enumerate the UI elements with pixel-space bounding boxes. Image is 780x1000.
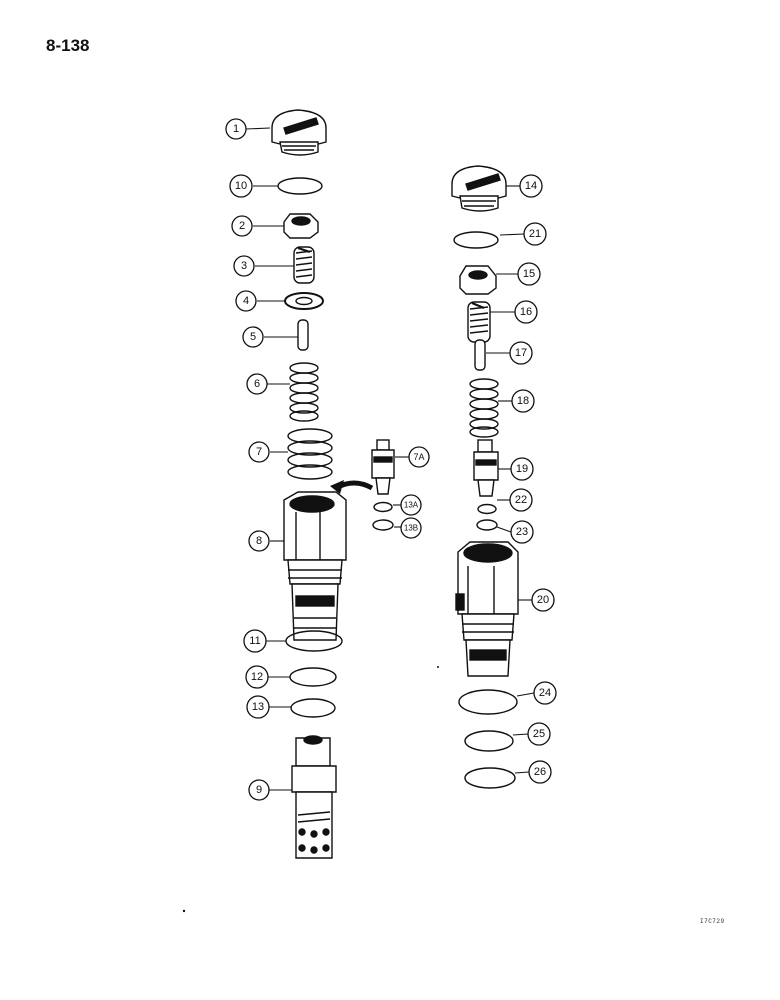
- part-cap-1: [271, 109, 327, 156]
- svg-text:12: 12: [251, 671, 263, 683]
- svg-text:19: 19: [516, 463, 528, 475]
- part-ring-24: [458, 689, 518, 715]
- svg-text:16: 16: [520, 306, 532, 318]
- svg-text:22: 22: [515, 494, 527, 506]
- svg-text:10: 10: [235, 180, 247, 192]
- part-oring-10: [277, 177, 323, 195]
- svg-text:20: 20: [537, 594, 549, 606]
- svg-text:24: 24: [539, 687, 551, 699]
- callout-22: 22: [509, 488, 533, 512]
- callout-12: 12: [245, 665, 269, 689]
- part-spring-6: [289, 362, 319, 422]
- part-valve-body-20: [455, 541, 519, 677]
- part-ring-13: [290, 698, 336, 718]
- callout-26: 26: [528, 760, 552, 784]
- callout-7A: 7A: [408, 446, 430, 468]
- svg-text:4: 4: [243, 295, 249, 307]
- part-screw-16: [467, 301, 491, 343]
- callout-18: 18: [511, 389, 535, 413]
- part-washer-4: [284, 292, 324, 310]
- part-nut-15: [459, 265, 497, 295]
- part-ring-26: [464, 767, 516, 789]
- svg-text:5: 5: [250, 331, 256, 343]
- svg-text:6: 6: [254, 378, 260, 390]
- page-number: 8-138: [46, 36, 90, 55]
- insert-arrowhead: [330, 480, 344, 494]
- callout-17: 17: [509, 341, 533, 365]
- svg-text:13: 13: [252, 701, 264, 713]
- part-ring-25: [464, 730, 514, 752]
- callout-7: 7: [248, 441, 270, 463]
- svg-text:8: 8: [256, 535, 262, 547]
- svg-text:15: 15: [523, 268, 535, 280]
- callout-5: 5: [242, 326, 264, 348]
- svg-text:13A: 13A: [404, 501, 419, 510]
- svg-text:7: 7: [256, 446, 262, 458]
- part-spring-7: [287, 428, 333, 480]
- svg-text:14: 14: [525, 180, 537, 192]
- svg-text:17: 17: [515, 347, 527, 359]
- callout-19: 19: [510, 457, 534, 481]
- part-ring-13B: [372, 519, 394, 531]
- part-spring-18: [469, 378, 499, 438]
- svg-text:7A: 7A: [413, 452, 424, 462]
- part-pin-17: [474, 339, 486, 371]
- callout-8: 8: [248, 530, 270, 552]
- callout-25: 25: [527, 722, 551, 746]
- scan-speck: [182, 909, 186, 913]
- part-screw-3: [293, 246, 315, 284]
- callout-6: 6: [246, 373, 268, 395]
- part-ring-22: [477, 503, 497, 515]
- callout-20: 20: [531, 588, 555, 612]
- svg-text:26: 26: [534, 766, 546, 778]
- svg-text:2: 2: [239, 220, 245, 232]
- part-sleeve-9: [291, 735, 337, 859]
- svg-text:11: 11: [249, 635, 260, 647]
- callout-1: 1: [225, 118, 247, 140]
- callout-3: 3: [233, 255, 255, 277]
- callout-10: 10: [229, 174, 253, 198]
- scan-speck: [437, 666, 439, 668]
- part-oring-21: [453, 231, 499, 249]
- figure-code: I7C729: [700, 918, 725, 925]
- part-ring-23: [476, 519, 498, 531]
- leader-lines: [245, 127, 535, 791]
- callout-13A: 13A: [400, 494, 422, 516]
- part-ring-12: [289, 667, 337, 687]
- part-cap-14: [451, 165, 507, 212]
- part-pin-5: [297, 319, 309, 351]
- callout-11: 11: [243, 629, 267, 653]
- svg-text:25: 25: [533, 728, 545, 740]
- callout-14: 14: [519, 174, 543, 198]
- svg-text:18: 18: [517, 395, 529, 407]
- part-poppet-7A: [371, 439, 395, 495]
- callout-13: 13: [246, 695, 270, 719]
- svg-text:13B: 13B: [404, 524, 418, 533]
- svg-text:9: 9: [256, 784, 262, 796]
- callout-4: 4: [235, 290, 257, 312]
- svg-text:21: 21: [529, 228, 541, 240]
- svg-text:23: 23: [516, 526, 528, 538]
- part-poppet-19: [473, 439, 499, 497]
- part-valve-body-8: [283, 491, 347, 641]
- svg-text:1: 1: [233, 123, 239, 135]
- callout-2: 2: [231, 215, 253, 237]
- callout-24: 24: [533, 681, 557, 705]
- part-ring-13A: [373, 501, 393, 513]
- callout-21: 21: [523, 222, 547, 246]
- callout-23: 23: [510, 520, 534, 544]
- callout-9: 9: [248, 779, 270, 801]
- callout-16: 16: [514, 300, 538, 324]
- callout-13B: 13B: [400, 517, 422, 539]
- svg-text:3: 3: [241, 260, 247, 272]
- callout-15: 15: [517, 262, 541, 286]
- part-nut-2: [283, 213, 319, 239]
